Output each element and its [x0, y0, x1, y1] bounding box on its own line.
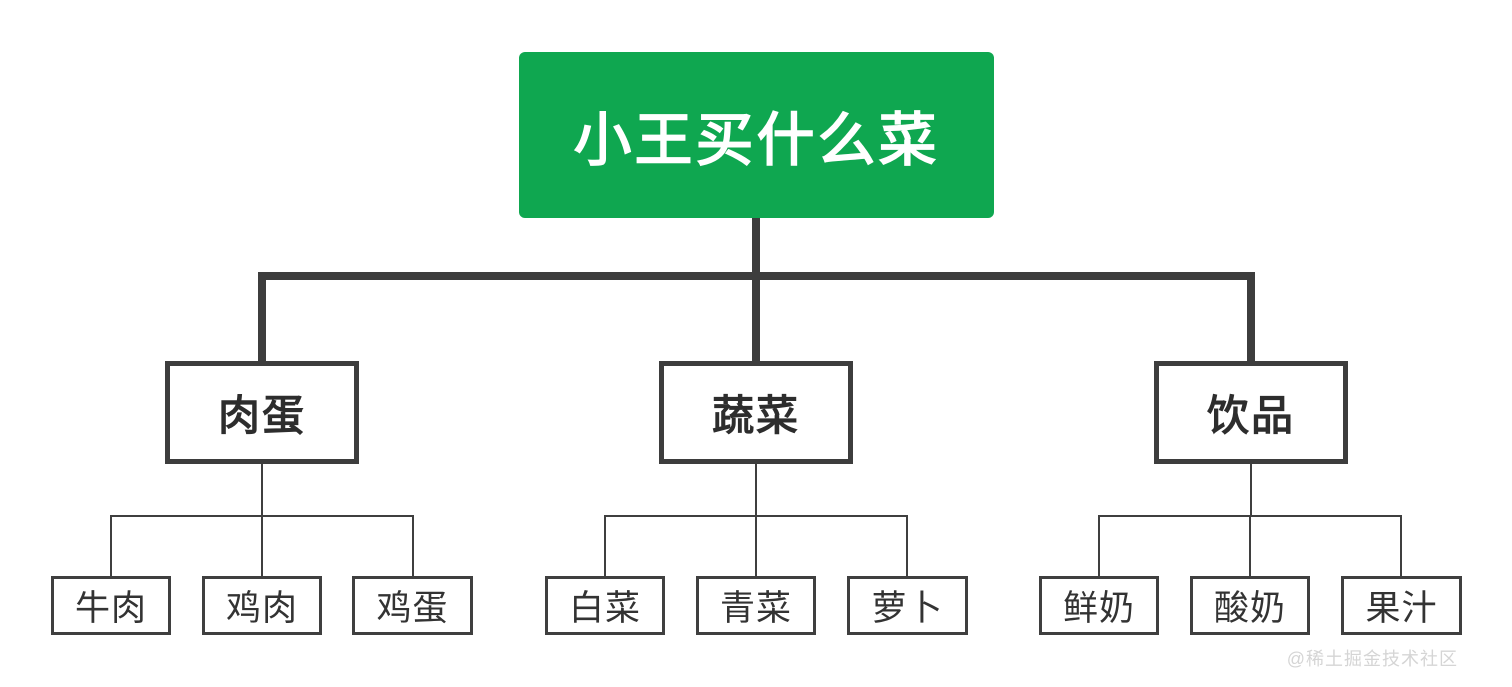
root-node-label: 小王买什么菜 — [573, 108, 940, 173]
leaf-node-milk: 鲜奶 — [1039, 576, 1159, 635]
connector-drop-meat-eggs — [258, 272, 266, 364]
leaf-node-chicken: 鸡肉 — [202, 576, 322, 635]
leaf-node-milk-label: 鲜奶 — [1062, 589, 1135, 628]
connector-vegetables-stem — [755, 464, 757, 517]
leaf-node-radish-label: 萝卜 — [871, 589, 944, 628]
connector-drop-cabbage — [604, 515, 606, 577]
connector-root-stem — [752, 218, 760, 278]
leaf-node-egg-label: 鸡蛋 — [376, 589, 449, 628]
connector-drinks-stem — [1250, 464, 1252, 517]
leaf-node-chicken-label: 鸡肉 — [225, 589, 298, 628]
connector-drop-egg — [412, 515, 414, 577]
leaf-node-juice-label: 果汁 — [1365, 589, 1438, 628]
branch-node-drinks: 饮品 — [1154, 361, 1348, 464]
leaf-node-radish: 萝卜 — [847, 576, 968, 635]
leaf-node-yogurt-label: 酸奶 — [1213, 589, 1286, 628]
leaf-node-cabbage: 白菜 — [545, 576, 665, 635]
watermark-text: @稀土掘金技术社区 — [1286, 649, 1458, 669]
root-node: 小王买什么菜 — [519, 52, 994, 218]
leaf-node-cabbage-label: 白菜 — [568, 589, 641, 628]
connector-meat-eggs-stem — [261, 464, 263, 517]
leaf-node-beef-label: 牛肉 — [74, 589, 147, 628]
connector-drop-radish — [906, 515, 908, 577]
connector-drop-yogurt — [1249, 515, 1251, 577]
connector-drop-greens — [755, 515, 757, 577]
leaf-node-greens: 青菜 — [696, 576, 816, 635]
branch-node-meat-eggs: 肉蛋 — [165, 361, 359, 464]
leaf-node-juice: 果汁 — [1341, 576, 1462, 635]
branch-node-drinks-label: 饮品 — [1206, 392, 1295, 439]
leaf-node-beef: 牛肉 — [51, 576, 171, 635]
leaf-node-yogurt: 酸奶 — [1190, 576, 1310, 635]
connector-drop-drinks — [1247, 272, 1255, 364]
leaf-node-egg: 鸡蛋 — [352, 576, 473, 635]
branch-node-meat-eggs-label: 肉蛋 — [217, 392, 306, 439]
leaf-node-greens-label: 青菜 — [719, 589, 792, 628]
connector-drop-vegetables — [752, 272, 760, 364]
connector-drop-juice — [1400, 515, 1402, 577]
branch-node-vegetables-label: 蔬菜 — [711, 392, 800, 439]
connector-drop-beef — [110, 515, 112, 577]
connector-drop-chicken — [261, 515, 263, 577]
connector-drop-milk — [1098, 515, 1100, 577]
branch-node-vegetables: 蔬菜 — [659, 361, 853, 464]
